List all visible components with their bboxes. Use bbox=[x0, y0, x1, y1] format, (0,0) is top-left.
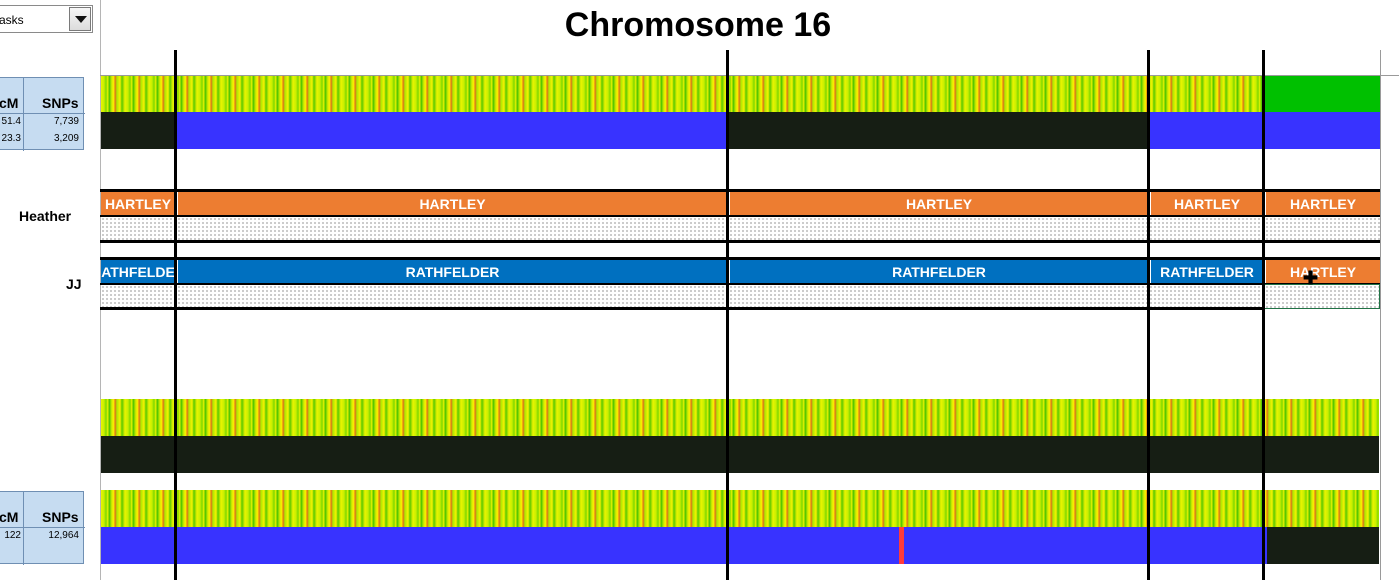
cm-value: 122 bbox=[4, 530, 21, 541]
segment-boundary-line bbox=[1147, 50, 1150, 580]
left-column-rule bbox=[100, 0, 101, 580]
half-match-segment bbox=[175, 112, 728, 149]
snps-value: 3,209 bbox=[53, 133, 79, 144]
surname-segment: HARTLEY bbox=[101, 192, 175, 216]
page-title: Chromosome 16 bbox=[564, 6, 832, 44]
tasks-dropdown[interactable]: asks bbox=[0, 5, 93, 33]
snp-heat-band-bottom bbox=[101, 490, 1379, 527]
surname-segment: RATHFELDER bbox=[1151, 260, 1263, 284]
snp-heat-band-top bbox=[101, 76, 1264, 112]
maternal-strand bbox=[101, 285, 1263, 309]
snps-value: 7,739 bbox=[53, 116, 79, 127]
surname-segment: RATHFELDER bbox=[178, 260, 727, 284]
chevron-down-icon[interactable] bbox=[69, 7, 91, 31]
stats-table-top: cM SNPs 51.4 7,739 23.3 3,209 bbox=[0, 77, 85, 151]
half-match-segment bbox=[1150, 112, 1380, 149]
surname-segment: HARTLEY bbox=[1151, 192, 1263, 216]
surname-segment: HARTLEY bbox=[730, 192, 1148, 216]
row-border bbox=[100, 307, 1264, 310]
snps-header: SNPs bbox=[42, 509, 79, 525]
cm-header: cM bbox=[0, 95, 19, 111]
segment-boundary-line bbox=[1380, 50, 1381, 580]
row-border bbox=[100, 240, 1380, 243]
no-match-segment bbox=[728, 112, 1150, 149]
tasks-dropdown-value: asks bbox=[0, 13, 24, 27]
segment-boundary-line bbox=[174, 50, 177, 580]
half-match-segment bbox=[101, 527, 1267, 564]
surname-segment: ATHFELDE bbox=[101, 260, 175, 284]
cm-header: cM bbox=[0, 509, 19, 525]
no-match-band-middle bbox=[101, 436, 1379, 473]
no-match-segment bbox=[1267, 527, 1379, 564]
cm-value: 23.3 bbox=[1, 133, 21, 144]
segment-boundary-line bbox=[1262, 50, 1265, 580]
stats-table-bottom: cM SNPs 122 12,964 bbox=[0, 491, 85, 565]
segment-boundary-line bbox=[726, 50, 729, 580]
surname-segment: HARTLEY bbox=[1266, 192, 1380, 216]
surname-segment: HARTLEY bbox=[1266, 260, 1380, 284]
person-name-heather: Heather bbox=[19, 208, 72, 224]
full-match-band-top bbox=[1264, 76, 1380, 112]
surname-segment: RATHFELDER bbox=[730, 260, 1148, 284]
person-name-jj: JJ bbox=[66, 276, 82, 292]
maternal-strand bbox=[101, 217, 1380, 241]
selected-cell[interactable] bbox=[1264, 284, 1380, 309]
no-match-segment bbox=[101, 112, 175, 149]
snps-header: SNPs bbox=[42, 95, 79, 111]
plus-cursor-icon: ✚ bbox=[1303, 268, 1319, 288]
surname-segment: HARTLEY bbox=[178, 192, 727, 216]
snp-heat-band-middle bbox=[101, 399, 1379, 436]
row-border bbox=[100, 257, 1380, 260]
header-rule bbox=[100, 75, 1399, 76]
mismatch-marker bbox=[899, 527, 904, 564]
row-border bbox=[100, 189, 1380, 192]
row-border bbox=[100, 283, 1380, 285]
row-border bbox=[100, 215, 1380, 217]
snps-value: 12,964 bbox=[48, 530, 79, 541]
cm-value: 51.4 bbox=[1, 116, 21, 127]
